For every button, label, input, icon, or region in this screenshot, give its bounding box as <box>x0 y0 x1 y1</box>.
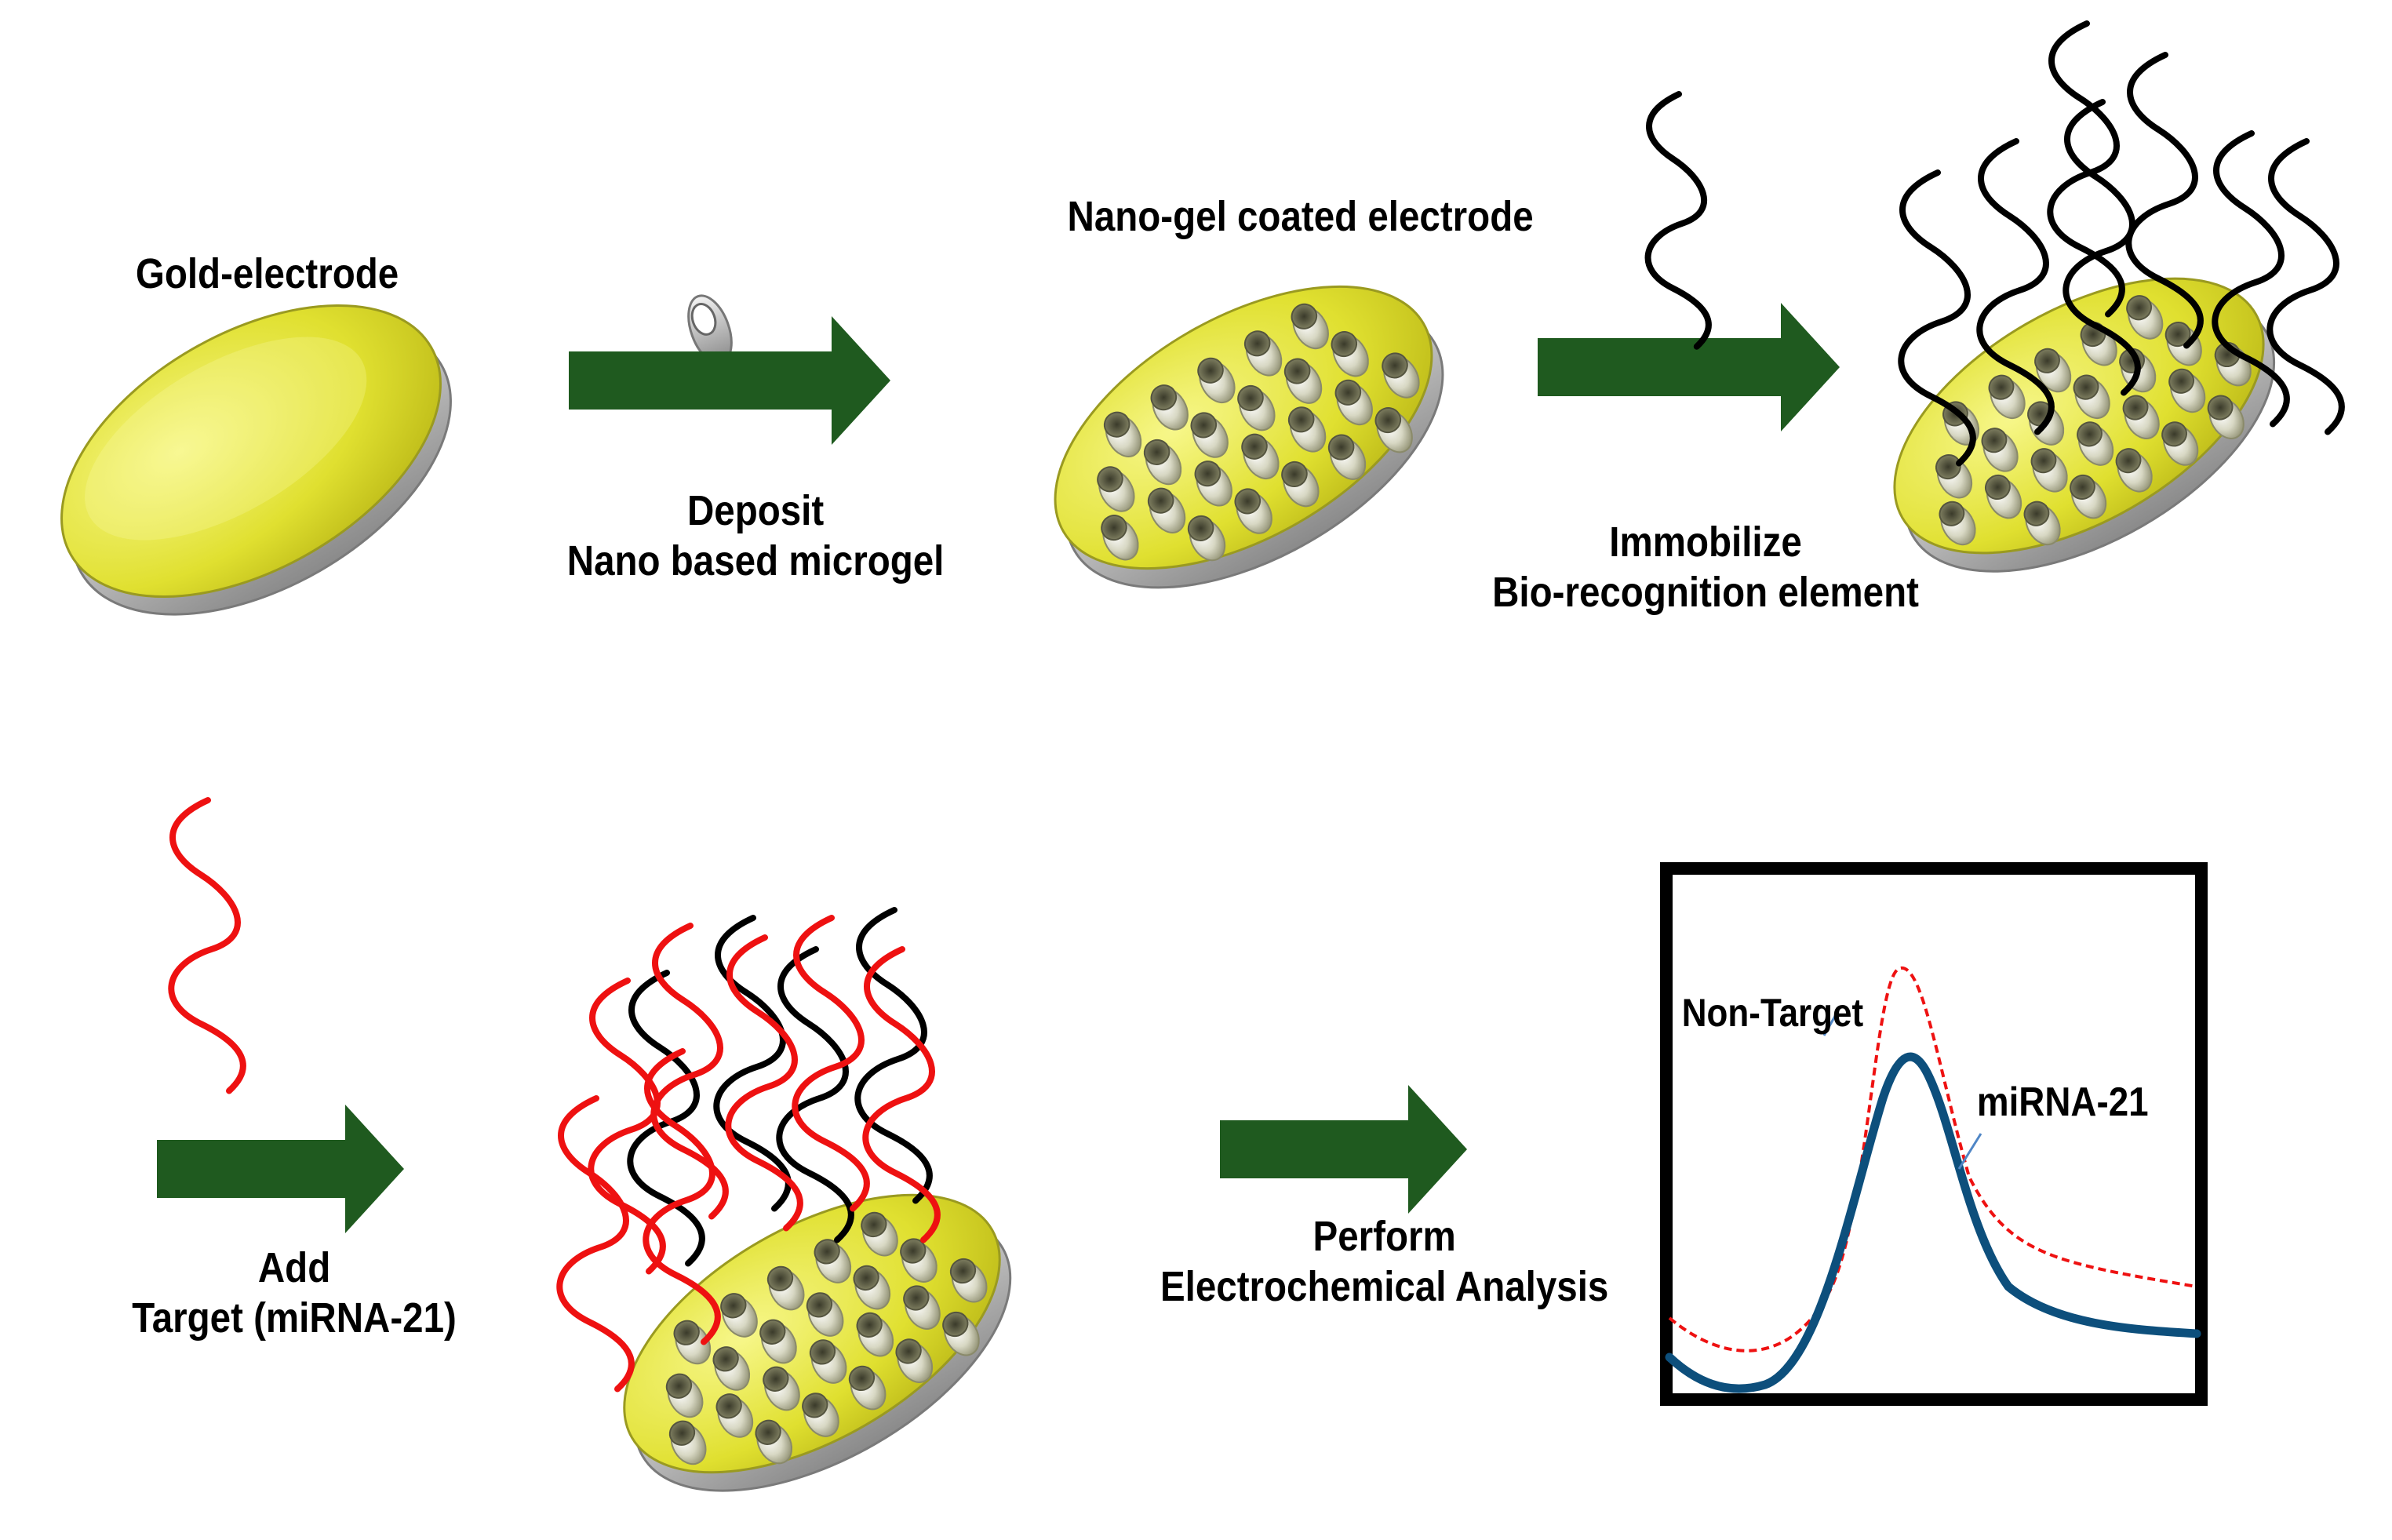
probe-strand-1 <box>1898 169 1976 467</box>
gold-electrode <box>60 304 452 616</box>
deposit-step-label: Deposit Nano based microgel <box>566 487 945 584</box>
step-arrow-1 <box>569 316 890 445</box>
arrows <box>157 303 1840 1233</box>
probe-strand-3 <box>2063 99 2141 396</box>
gold-electrode-label: Gold-electrode <box>135 250 399 297</box>
bound-probe-strand-2 <box>713 915 792 1212</box>
non-target-label: Non-Target <box>1681 991 1864 1035</box>
mirna-21-curve <box>1665 1052 2201 1393</box>
probe-strand-6 <box>2266 138 2345 435</box>
nanogel-electrodes <box>623 277 2276 1492</box>
immobilize-step-label: Immobilize Bio-recognition element <box>1492 519 1919 616</box>
bound-target-strand-1 <box>588 978 666 1275</box>
nano-gel-electrode-label: Nano-gel coated electrode <box>1067 193 1534 240</box>
probe-strand-2 <box>1976 138 2055 435</box>
non-target-leader-line <box>1822 1011 1839 1036</box>
step-arrow-2 <box>1538 303 1840 431</box>
bound-target-strand-5 <box>862 946 941 1243</box>
bound-target-strand-6 <box>556 1095 635 1393</box>
bound-target-strand-4 <box>792 915 870 1212</box>
probe-strand-4 <box>2125 52 2204 349</box>
probe-strand-7 <box>2047 20 2125 318</box>
nanogel-electrode-step4 <box>623 1193 1012 1492</box>
non-target-curve <box>1668 966 2197 1353</box>
plot-frame <box>1660 862 2208 1406</box>
mirna-leader-line <box>1957 1133 1982 1170</box>
bound-target-strand-7 <box>643 1048 721 1345</box>
mirna-21-label: miRNA-21 <box>1976 1079 2149 1125</box>
bound-probe-strand-4 <box>854 907 933 1204</box>
step-arrow-4 <box>1220 1085 1467 1214</box>
probe-strand-free <box>1644 91 1712 350</box>
add-target-step-label: Add Target (miRNA-21) <box>132 1244 457 1342</box>
bound-probe-strand-3 <box>776 946 854 1243</box>
dna-strands <box>168 20 2345 1393</box>
step-arrow-3 <box>157 1105 404 1233</box>
probe-strand-5 <box>2212 130 2290 428</box>
target-strand-free <box>168 797 246 1094</box>
perform-analysis-step-label: Perform Electrochemical Analysis <box>1160 1213 1609 1310</box>
electrochemical-plot <box>1660 862 2208 1406</box>
bound-target-strand-3 <box>725 934 803 1232</box>
nanogel-electrode-step2 <box>1054 285 1444 589</box>
nanogel-electrode-step3 <box>1893 277 2276 573</box>
